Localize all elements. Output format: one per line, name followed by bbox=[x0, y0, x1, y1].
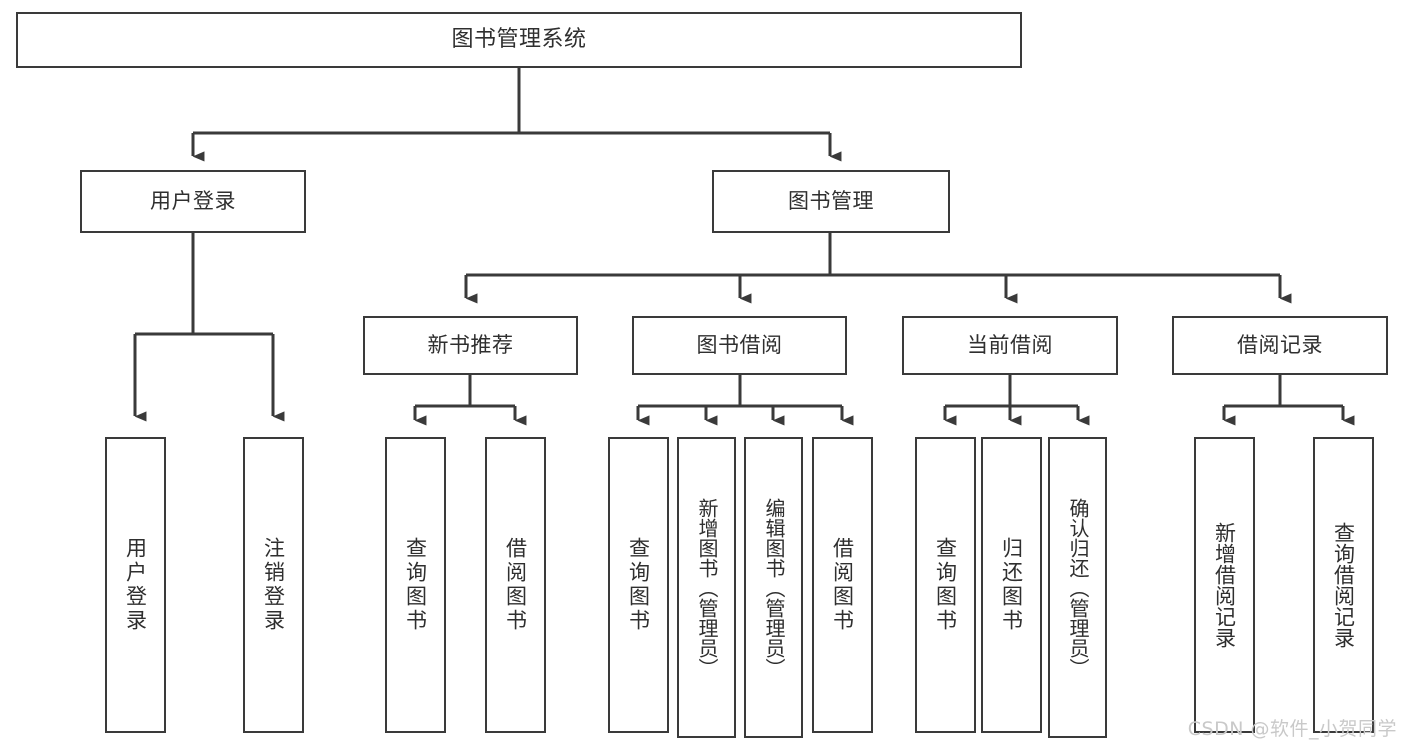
node-label: 借阅图书 bbox=[830, 537, 855, 633]
node-label: 查询图书 bbox=[403, 537, 428, 633]
node-label: 图书借阅 bbox=[696, 333, 783, 358]
node-user-login[interactable]: 用户登录 bbox=[80, 170, 306, 233]
node-label: 归还图书 bbox=[999, 537, 1024, 633]
node-label: 图书管理 bbox=[788, 189, 874, 214]
leaf-user-logout[interactable]: 注销登录 bbox=[243, 437, 304, 733]
node-label: 借阅记录 bbox=[1237, 333, 1323, 358]
node-label: 新增图书（管理员） bbox=[695, 497, 719, 678]
node-current-borrow[interactable]: 当前借阅 bbox=[902, 316, 1118, 375]
leaf-query-book-2[interactable]: 查询图书 bbox=[608, 437, 669, 733]
node-label: 用户登录 bbox=[123, 537, 148, 633]
node-label: 新增借阅记录 bbox=[1212, 522, 1237, 648]
node-label: 借阅图书 bbox=[503, 537, 528, 633]
node-borrow-record[interactable]: 借阅记录 bbox=[1172, 316, 1388, 375]
leaf-query-book-1[interactable]: 查询图书 bbox=[385, 437, 446, 733]
leaf-return-book[interactable]: 归还图书 bbox=[981, 437, 1042, 733]
node-root-system[interactable]: 图书管理系统 bbox=[16, 12, 1022, 68]
leaf-add-borrow-record[interactable]: 新增借阅记录 bbox=[1194, 437, 1255, 733]
node-new-book-recommend[interactable]: 新书推荐 bbox=[363, 316, 578, 375]
csdn-watermark: CSDN @软件_小贺同学 bbox=[1187, 718, 1397, 740]
leaf-query-book-3[interactable]: 查询图书 bbox=[915, 437, 976, 733]
leaf-borrow-book-2[interactable]: 借阅图书 bbox=[812, 437, 873, 733]
node-label: 注销登录 bbox=[261, 537, 286, 633]
node-label: 查询图书 bbox=[626, 537, 651, 633]
node-book-manage[interactable]: 图书管理 bbox=[712, 170, 950, 233]
node-label: 查询图书 bbox=[933, 537, 958, 633]
node-label: 编辑图书（管理员） bbox=[762, 497, 786, 678]
node-label: 图书管理系统 bbox=[451, 27, 587, 53]
leaf-query-borrow-record[interactable]: 查询借阅记录 bbox=[1313, 437, 1374, 733]
leaf-borrow-book-1[interactable]: 借阅图书 bbox=[485, 437, 546, 733]
node-label: 用户登录 bbox=[150, 189, 236, 214]
leaf-user-login[interactable]: 用户登录 bbox=[105, 437, 166, 733]
node-label: 当前借阅 bbox=[967, 333, 1053, 358]
node-label: 查询借阅记录 bbox=[1331, 522, 1356, 648]
leaf-add-book[interactable]: 新增图书（管理员） bbox=[677, 437, 736, 738]
node-book-borrow[interactable]: 图书借阅 bbox=[632, 316, 847, 375]
leaf-edit-book[interactable]: 编辑图书（管理员） bbox=[744, 437, 803, 738]
node-label: 确认归还（管理员） bbox=[1066, 497, 1090, 678]
leaf-confirm-return[interactable]: 确认归还（管理员） bbox=[1048, 437, 1107, 738]
node-label: 新书推荐 bbox=[427, 333, 514, 358]
